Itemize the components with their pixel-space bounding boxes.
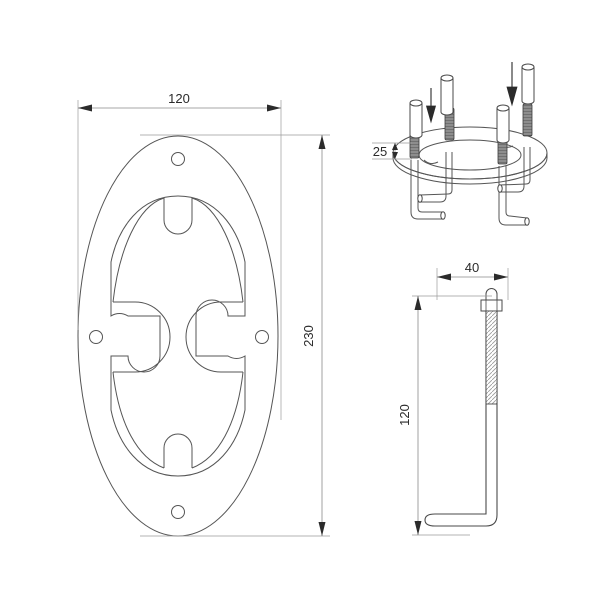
iso-sleeve-1-body — [409, 103, 423, 139]
notch-top — [163, 198, 193, 235]
iso-sleeve-3-body — [496, 108, 510, 144]
iso-sleeve-1-top — [409, 99, 423, 107]
iso-sleeve-1 — [409, 99, 423, 139]
label-plate-width: 120 — [168, 91, 190, 106]
iso-rod-2-shaft-b — [505, 166, 528, 219]
inner-oval-right-lower — [191, 371, 244, 469]
bolt-threaded-section — [485, 310, 498, 405]
inner-oval-right-upper — [191, 197, 244, 303]
notch-bottom — [163, 433, 193, 468]
iso-anchor-rod-2 — [497, 131, 530, 226]
arrow-plate-height-top — [318, 135, 326, 149]
iso-rod-2-shaft — [498, 166, 527, 226]
iso-sleeve-4-body — [521, 67, 535, 105]
arrow-bolt-height-top — [414, 296, 422, 310]
arrow-bolt-width-left — [437, 273, 451, 281]
notch-left — [113, 301, 171, 373]
dimension-plate-width: 120 — [77, 91, 282, 420]
iso-rod-3-end — [417, 194, 423, 203]
mounting-hole-right — [255, 330, 269, 344]
iso-rod-3-shaft-b — [419, 152, 453, 196]
install-arrow-left-head — [425, 105, 437, 124]
inner-oval-left-lower — [112, 371, 165, 469]
iso-rod-4-end — [497, 184, 503, 193]
iso-notch-left — [423, 159, 439, 165]
dimension-bolt-height: 120 — [397, 295, 492, 536]
iso-rod-4-shaft-b — [499, 147, 531, 186]
arrow-iso-top — [392, 143, 398, 150]
iso-sleeve-2-body — [440, 78, 454, 116]
iso-sleeve-4 — [521, 63, 535, 105]
iso-sleeve-2-top — [440, 74, 454, 82]
front-plate-view: 120 230 — [77, 91, 330, 537]
arrow-bolt-width-right — [494, 273, 508, 281]
dimension-plate-height: 230 — [140, 134, 330, 537]
bolt-head-cap — [485, 288, 498, 301]
install-arrow-right — [506, 62, 518, 107]
label-iso-offset: 25 — [373, 144, 387, 159]
arrow-bolt-height-bottom — [414, 521, 422, 535]
iso-anchor-rod-1 — [409, 125, 446, 220]
plate-inner-geometry — [112, 197, 244, 469]
iso-rod-4-shaft — [500, 147, 525, 193]
iso-plate-thickness — [392, 152, 548, 185]
notch-right — [185, 301, 243, 373]
dimension-iso-offset: 25 — [372, 142, 412, 160]
label-bolt-width: 40 — [465, 260, 479, 275]
isometric-assembly-view: 25 — [372, 62, 548, 226]
label-bolt-height: 120 — [397, 404, 412, 426]
bolt-l-body — [424, 300, 498, 527]
iso-rod-3-shaft — [420, 152, 447, 203]
iso-sleeve-4-top — [521, 63, 535, 71]
arrow-iso-bottom — [392, 152, 398, 159]
iso-anchor-rod-4 — [497, 103, 533, 193]
bolt-detail-view: 40 120 — [397, 260, 509, 536]
install-arrow-right-head — [506, 86, 518, 107]
iso-rod-1-shaft-b — [417, 160, 443, 213]
arrow-plate-width-left — [78, 104, 92, 112]
iso-sleeve-3 — [496, 104, 510, 144]
mounting-hole-top — [171, 152, 185, 166]
iso-anchor-rod-3 — [417, 107, 455, 203]
install-arrow-left — [425, 88, 437, 124]
mounting-hole-left — [89, 330, 103, 344]
iso-rod-1-end — [440, 211, 446, 220]
inner-oval-left-upper — [112, 197, 165, 303]
arrow-plate-height-bottom — [318, 522, 326, 536]
mounting-hole-bottom — [171, 505, 185, 519]
dimension-bolt-width: 40 — [436, 260, 509, 300]
plate-inner-outline — [110, 195, 246, 477]
arrow-plate-width-right — [267, 104, 281, 112]
label-plate-height: 230 — [301, 325, 316, 347]
iso-sleeve-3-top — [496, 104, 510, 112]
iso-rod-2-end — [524, 217, 530, 226]
iso-rod-4-thread — [522, 103, 533, 137]
bolt-nut-collar — [480, 299, 503, 312]
iso-rod-1-shaft — [410, 160, 443, 220]
iso-sleeve-2 — [440, 74, 454, 116]
